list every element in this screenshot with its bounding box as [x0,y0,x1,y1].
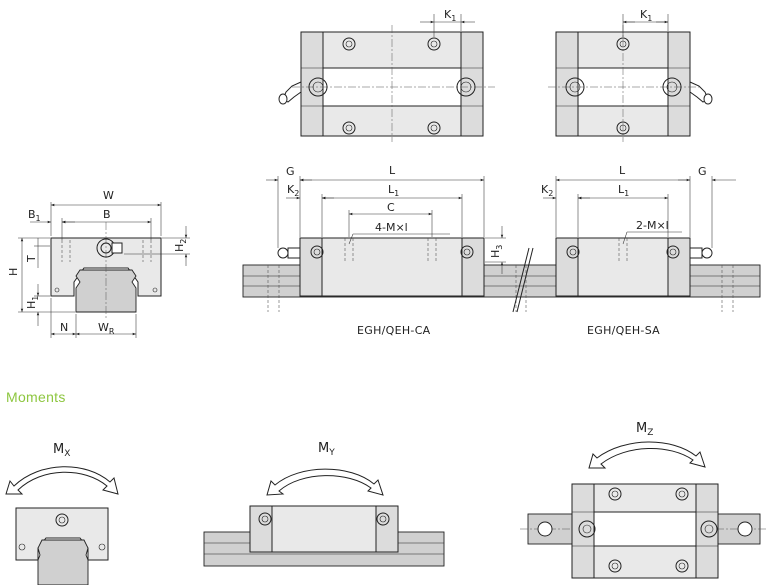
svg-text:K1: K1 [640,8,652,23]
grease-nipple-icon [689,247,713,259]
side-view: G L K2 L1 C 4-M×l H3 L G K2 [242,164,761,337]
l-label-sa: L [619,164,626,177]
k2-label: K [287,183,295,196]
svg-text:MZ: MZ [636,421,653,438]
end-view: W B B1 H T H1 H2 N WR [7,189,190,338]
b-label: B [103,208,111,221]
svg-text:L1: L1 [388,183,399,198]
grease-nipple-icon [689,81,713,105]
w-label: W [103,189,114,202]
c-label: C [387,201,395,214]
h2-label: H [173,244,186,252]
moment-mz: MZ [520,421,768,579]
rotation-arrow-icon [5,466,119,495]
k1-label-sa: K [640,8,648,21]
h3-label: H [489,250,502,258]
svg-text:MX: MX [53,442,70,459]
moments-heading: Moments [6,389,66,405]
mz-label: M [636,421,647,436]
n-label: N [60,321,68,334]
grease-nipple-icon [278,81,302,105]
svg-text:L1: L1 [618,183,629,198]
g-label-sa: G [698,165,707,178]
mx-label: M [53,442,64,457]
sa-caption: EGH/QEH-SA [587,324,660,337]
svg-text:MY: MY [318,441,335,458]
t-label: T [25,255,38,263]
h1-label: H [25,301,38,309]
l-label: L [389,164,396,177]
top-view-sa: K1 [548,8,713,142]
k1-label: K [444,8,452,21]
l1-label-sa: L [618,183,625,196]
svg-text:B1: B1 [28,208,41,223]
h-label: H [7,268,20,276]
k2-label-sa: K [541,183,549,196]
b1-label: B [28,208,36,221]
svg-text:H2: H2 [173,239,188,252]
moment-mx: MX [5,442,119,585]
ca-holes-label: 4-M×l [375,221,408,234]
svg-text:K2: K2 [541,183,553,198]
bolt-hole-icon [616,37,630,135]
svg-text:K2: K2 [287,183,299,198]
svg-text:H1: H1 [25,296,40,309]
l1-label: L [388,183,395,196]
g-label: G [286,165,295,178]
moment-my: MY [203,441,445,567]
grease-nipple-icon [277,247,301,259]
bolt-hole-icon [342,37,441,135]
rotation-arrow-icon [588,441,706,469]
ca-caption: EGH/QEH-CA [357,324,431,337]
svg-text:K1: K1 [444,8,456,23]
my-label: M [318,441,329,456]
wr-label: W [98,321,109,334]
top-view-ca: K1 [278,8,495,142]
svg-text:H3: H3 [489,245,504,258]
sa-holes-label: 2-M×l [636,219,669,232]
svg-text:WR: WR [98,321,115,336]
rotation-arrow-icon [266,468,384,496]
